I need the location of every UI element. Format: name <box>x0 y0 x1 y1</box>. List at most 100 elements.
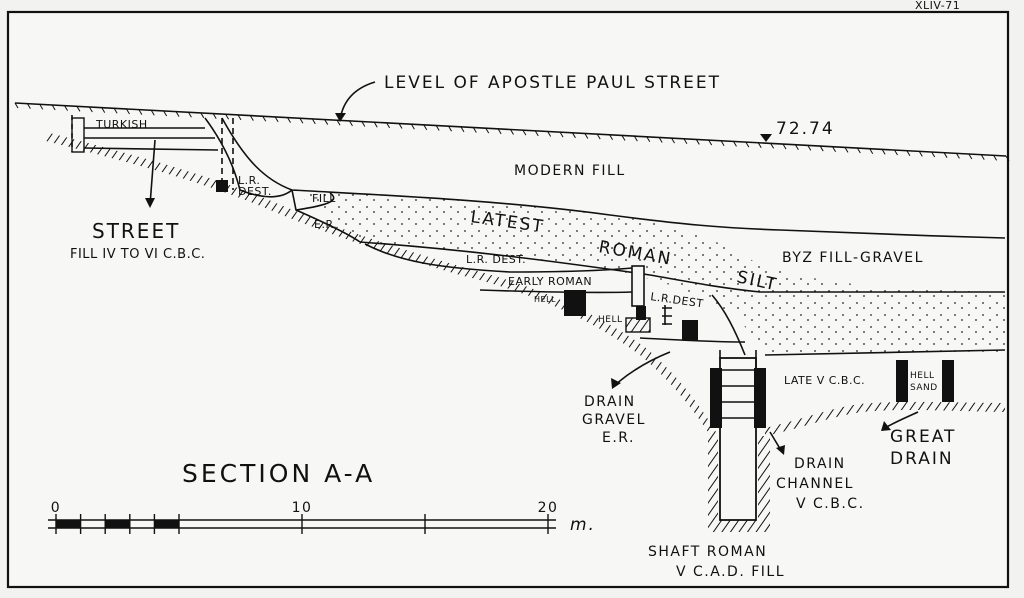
street-tick <box>534 130 539 137</box>
street-tick <box>956 153 960 159</box>
modern-fill-label: MODERN FILL <box>514 163 626 179</box>
street-tick <box>175 111 180 117</box>
street-tick <box>782 143 787 150</box>
drain-channel-callout-3: V C.B.C. <box>796 496 865 512</box>
great-drain-arrowhead <box>881 421 891 431</box>
elevation-label: 72.74 <box>776 119 835 139</box>
street-tick <box>472 127 477 133</box>
fill-boundary <box>295 192 335 211</box>
street-tick <box>386 122 391 129</box>
street-tick <box>398 123 403 129</box>
street-tick <box>658 137 663 143</box>
hell-sand-label-1: HELL <box>910 371 934 381</box>
section-title: SECTION A-A <box>182 459 375 488</box>
scale-label-min: 0 <box>51 500 61 516</box>
great-drain-callout-2: DRAIN <box>890 449 954 469</box>
street-tick <box>336 119 341 126</box>
street-tick <box>39 104 44 110</box>
street-tick <box>522 129 527 136</box>
early-roman-label: EARLY ROMAN <box>508 275 592 288</box>
street-tick <box>51 104 56 111</box>
lr-dest-upper-label-1: L.R. <box>238 174 260 187</box>
scale-label-mid: 10 <box>292 500 313 516</box>
street-tick <box>646 136 651 143</box>
street-tick <box>832 146 837 152</box>
street-tick <box>844 147 849 153</box>
scale-unit: m. <box>570 515 596 535</box>
street-tick <box>225 114 230 120</box>
street-tick <box>894 149 898 156</box>
street-tick <box>113 108 118 114</box>
street-tick <box>88 106 93 113</box>
ground-right-profile <box>765 401 1005 436</box>
byz-fill-label: BYZ FILL-GRAVEL <box>782 250 924 266</box>
street-tick <box>906 150 911 156</box>
street-tick <box>249 115 254 121</box>
street-tick <box>720 140 725 147</box>
street-tick <box>212 113 217 119</box>
drain-gravel-callout-1: DRAIN <box>584 394 636 410</box>
street-tick <box>794 144 799 150</box>
lr-dest-upper-boundary <box>204 117 293 198</box>
street-tick <box>819 145 824 152</box>
drain-channel-arrowhead <box>776 445 785 455</box>
street-tick <box>931 151 936 158</box>
hell-boundary <box>639 337 746 343</box>
wall-block <box>636 306 646 320</box>
street-tick <box>671 137 675 144</box>
street-tick <box>423 124 428 131</box>
wall-steps <box>662 305 672 325</box>
street-tick <box>138 109 143 115</box>
street-tick <box>584 133 589 139</box>
street-tick <box>683 138 688 145</box>
street-tick <box>881 149 886 155</box>
street-tick <box>918 151 923 157</box>
shaft-cut-hatch <box>708 432 770 532</box>
roman-shaft <box>719 357 757 521</box>
shaft-callout-2: V C.A.D. FILL <box>676 564 785 580</box>
street-tick <box>485 127 490 134</box>
shaft-courses <box>722 369 754 419</box>
turkish-dashed-wall <box>221 118 234 190</box>
street-tick <box>980 154 985 160</box>
street-tick <box>287 117 291 123</box>
street-tick <box>572 132 576 139</box>
great-drain-wall-right <box>942 360 954 402</box>
street-tick <box>299 117 304 124</box>
street-tick <box>163 110 168 117</box>
street-tick <box>596 133 601 140</box>
street-tick <box>770 143 775 149</box>
er-label: E.R. <box>314 218 337 231</box>
street-tick <box>448 125 452 132</box>
street-tick <box>64 105 68 111</box>
great-drain-wall-left <box>896 360 908 402</box>
street-tick <box>695 139 700 145</box>
street-tick <box>559 131 564 138</box>
street-fill-arrowhead <box>145 198 155 208</box>
shaft-top <box>719 350 757 370</box>
street-tick <box>324 119 329 125</box>
latest-roman-silt-layer <box>292 190 1005 355</box>
lr-dest-boundary <box>364 243 633 273</box>
street-tick <box>510 129 514 135</box>
scale-bar <box>48 514 556 534</box>
turkish-label: TURKISH <box>95 118 148 131</box>
fill-label: FILL <box>312 192 336 205</box>
street-tick <box>1005 155 1010 162</box>
street-tick <box>200 112 205 119</box>
street-tick <box>497 128 502 135</box>
shaft-left-stones <box>710 368 722 428</box>
scale-fine-segment <box>105 520 130 528</box>
street-tick <box>274 116 279 123</box>
silt-left-edge <box>711 294 746 356</box>
street-tick <box>262 115 267 122</box>
street-tick <box>733 141 737 147</box>
scale-label-max: 20 <box>538 500 559 516</box>
turkish-floor <box>83 127 219 151</box>
drain-gravel-callout-3: E.R. <box>602 430 635 446</box>
turkish-wall-block <box>216 180 228 192</box>
street-tick <box>26 103 31 109</box>
lr-dest-mid-label: L.R. DEST. <box>466 253 526 266</box>
shaft-right-stones <box>754 368 766 428</box>
